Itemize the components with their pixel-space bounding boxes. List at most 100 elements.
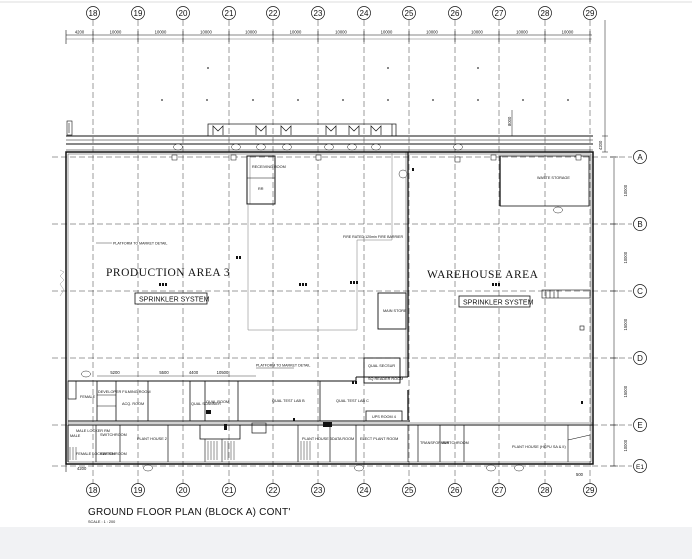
right-edge-dim: 4200 xyxy=(598,140,603,150)
grid-bubble-top-21 xyxy=(222,6,236,20)
grid-bubble-row-D xyxy=(633,351,647,365)
dim-span-9: 10000 xyxy=(471,30,483,35)
room-data: DATA ROOM xyxy=(332,437,354,441)
grid-label-row-C: C xyxy=(637,287,643,296)
grid-label-top-23: 23 xyxy=(314,9,323,18)
grid-bubble-row-C xyxy=(633,284,647,298)
room-qual-secsur: QUAL SECSUR xyxy=(368,364,395,368)
grid-bubble-bottom-24 xyxy=(357,483,371,497)
circle-tags xyxy=(81,143,563,472)
grid-bubble-row-E xyxy=(633,418,647,432)
grid-label-bottom-18: 18 xyxy=(89,486,98,495)
room-switchroom-b: SWITCHROOM xyxy=(100,452,127,456)
room-developer: DEVELOPER FILMING ROOM xyxy=(98,390,151,394)
grid-bubble-top-22 xyxy=(266,6,280,20)
bottom-left-dim: 4200 xyxy=(77,466,87,471)
door-tags xyxy=(171,154,582,163)
top-dimension-chain xyxy=(65,30,592,44)
grid-bubble-bottom-18 xyxy=(86,483,100,497)
grid-label-row-E: E xyxy=(637,421,642,430)
row-dim-1: 10000 xyxy=(623,184,628,196)
dim-span-8: 10000 xyxy=(426,30,438,35)
dim-span-7: 10000 xyxy=(381,30,393,35)
room-sq-reader: SQ READER ROOM xyxy=(368,377,403,381)
grid-label-row-D: D xyxy=(637,354,643,363)
label-production-area: PRODUCTION AREA 3 xyxy=(106,267,230,279)
room-qual-room: QUAL ROOM xyxy=(206,400,229,404)
grid-label-top-27: 27 xyxy=(495,9,504,18)
dim-span-6: 10000 xyxy=(335,30,347,35)
grid-bubble-top-19 xyxy=(131,6,145,20)
grid-bubble-top-26 xyxy=(448,6,462,20)
room-plant-house-3: PLANT HOUSE 3 xyxy=(302,437,332,441)
grid-label-top-28: 28 xyxy=(541,9,550,18)
fire-symbols xyxy=(159,168,583,421)
platform-note-1: PLATFORM TO MARKET DETAIL xyxy=(113,242,167,246)
dim-span-2: 10000 xyxy=(155,30,167,35)
room-plant-house-8: PLANT HOUSE (HCPU SA & II) xyxy=(512,445,566,449)
grid-bubble-bottom-26 xyxy=(448,483,462,497)
room-rr: RR xyxy=(258,187,264,191)
grid-label-bottom-20: 20 xyxy=(179,486,188,495)
row-dim-4: 15000 xyxy=(623,385,628,397)
grid-label-top-21: 21 xyxy=(225,9,234,18)
lower-room-block xyxy=(65,357,593,472)
dim-span-3: 10000 xyxy=(200,30,212,35)
grid-label-row-E1: E1 xyxy=(636,464,644,471)
column-dots xyxy=(161,67,569,101)
sprinkler-label-right: SPRINKLER SYSTEM xyxy=(463,300,534,307)
grid-label-bottom-25: 25 xyxy=(405,486,414,495)
grid-label-row-A: A xyxy=(637,153,643,162)
grid-label-top-22: 22 xyxy=(269,9,278,18)
room-female: FEMALE xyxy=(80,395,96,399)
drawing-title: GROUND FLOOR PLAN (BLOCK A) CONT' xyxy=(88,507,291,518)
dim-span-4: 10000 xyxy=(245,30,257,35)
grid-bubble-top-23 xyxy=(311,6,325,20)
grid-bubble-top-20 xyxy=(176,6,190,20)
room-female-locker: FEMALE LOCKER RM xyxy=(76,452,115,456)
room-male: MALE xyxy=(70,434,81,438)
room-receiving: RECEIVING ROOM xyxy=(252,165,286,169)
grid-bubble-bottom-22 xyxy=(266,483,280,497)
grid-bubble-bottom-28 xyxy=(538,483,552,497)
row-dim-5: 10000 xyxy=(623,439,628,451)
room-acq: ACQ. ROOM xyxy=(122,402,144,406)
grid-bubble-top-28 xyxy=(538,6,552,20)
grid-label-top-20: 20 xyxy=(179,9,188,18)
dim-span-10: 10000 xyxy=(516,30,528,35)
dim-span-11: 10000 xyxy=(562,30,574,35)
grid-bubble-top-18 xyxy=(86,6,100,20)
room-switchroom-a: SWITCHROOM xyxy=(100,433,127,437)
row-dim-2: 10000 xyxy=(623,251,628,263)
grid-bubble-row-B xyxy=(633,217,647,231)
grid-label-bottom-28: 28 xyxy=(541,486,550,495)
label-warehouse-area: WAREHOUSE AREA xyxy=(427,269,539,281)
grid-label-top-25: 25 xyxy=(405,9,414,18)
grid-bubble-top-27 xyxy=(492,6,506,20)
room-male-locker: MALE LOCKER RM xyxy=(76,429,110,433)
dim-span-5: 10000 xyxy=(290,30,302,35)
grid-bubble-bottom-21 xyxy=(222,483,236,497)
grid-label-row-B: B xyxy=(637,220,642,229)
bottom-right-dim: 500 xyxy=(576,472,584,477)
corridor-dim-4: 10500 xyxy=(217,370,229,375)
grid-bubble-bottom-20 xyxy=(176,483,190,497)
room-waste-storage: WASTE STORAGE xyxy=(537,176,570,180)
room-qual-test-b: QUAL TEST LAB B xyxy=(272,399,305,403)
footer-band xyxy=(0,527,692,559)
platform-note-2: PLATFORM TO MARKET DETAIL xyxy=(256,364,310,368)
building-outline xyxy=(65,151,594,465)
grid-bubble-row-E1 xyxy=(633,459,647,473)
sprinkler-label-left: SPRINKLER SYSTEM xyxy=(139,297,210,304)
grid-bubble-bottom-19 xyxy=(131,483,145,497)
grid-bubble-bottom-23 xyxy=(311,483,325,497)
grid-bubble-bottom-27 xyxy=(492,483,506,497)
grid-label-top-24: 24 xyxy=(360,9,369,18)
room-plant-house-2: PLANT HOUSE 2 xyxy=(137,437,167,441)
grid-label-bottom-22: 22 xyxy=(269,486,278,495)
grid-label-bottom-21: 21 xyxy=(225,486,234,495)
grid-label-bottom-23: 23 xyxy=(314,486,323,495)
loading-dock-symbols xyxy=(207,123,397,137)
